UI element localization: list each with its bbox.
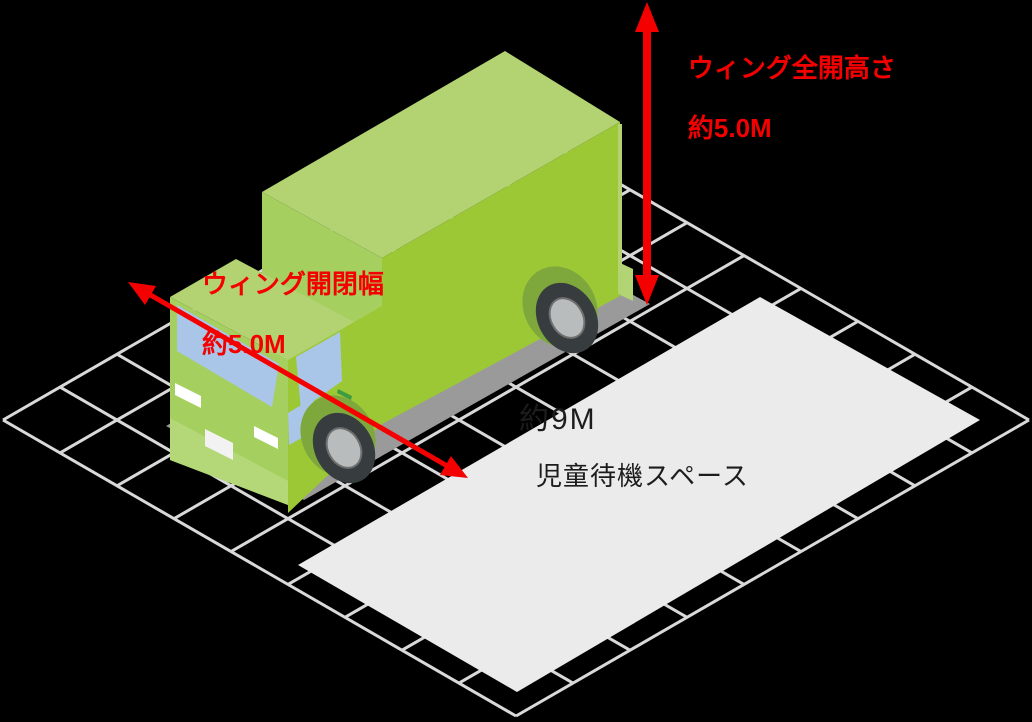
rear-hub	[548, 297, 586, 339]
dimension-arrows	[128, 2, 659, 478]
headlight-left	[175, 383, 201, 408]
cab-roof	[170, 259, 354, 360]
waiting-space-label: 児童待機スペース	[536, 461, 749, 491]
license-plate	[205, 429, 233, 460]
side-window-large	[296, 332, 342, 410]
grid-line	[515, 418, 1030, 718]
wing-height-line2: 約5.0M	[687, 113, 772, 144]
cargo-box-side-face	[382, 122, 620, 424]
headlight-right	[254, 426, 278, 449]
wing-height-arrow	[635, 2, 659, 305]
wing-width-arrow	[128, 282, 468, 478]
front-hub	[325, 427, 363, 469]
cab-bumper	[170, 418, 288, 505]
cargo-box-top-face	[262, 51, 620, 258]
wing-width-line2: 約5.0M	[201, 329, 286, 360]
space-depth-label: 約9M	[519, 403, 597, 436]
wing-height-line1: ウィング全開高さ	[687, 53, 896, 84]
truck-cab	[170, 259, 382, 513]
wing-full-open-height-label: ウィング全開高さ 約5.0M	[659, 23, 896, 174]
windshield	[177, 305, 279, 407]
door-handle	[337, 389, 352, 400]
waiting-space-area	[298, 297, 980, 692]
grid-line	[2, 418, 517, 718]
wing-open-width-label: ウィング開閉幅 約5.0M	[173, 239, 384, 390]
grid-line	[230, 254, 745, 553]
wing-width-line1: ウィング開閉幅	[201, 269, 384, 300]
